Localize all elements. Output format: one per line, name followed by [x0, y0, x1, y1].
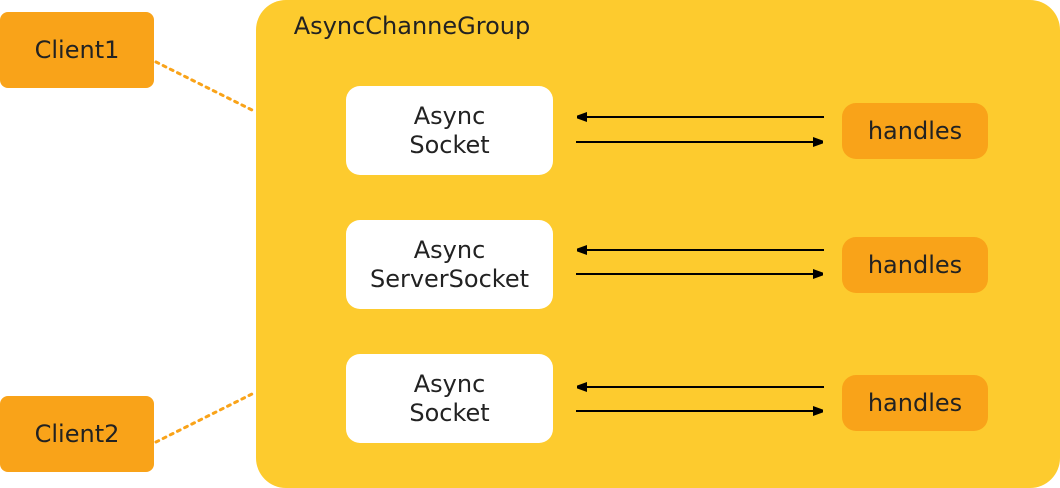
- async-socket-box-1: Async Socket: [346, 86, 553, 175]
- socket-1-line2: Socket: [409, 130, 490, 159]
- handles-box-3: handles: [842, 375, 988, 431]
- client-1-box: Client1: [0, 12, 154, 88]
- client-2-box: Client2: [0, 396, 154, 472]
- handles-box-1: handles: [842, 103, 988, 159]
- socket-1-line1: Async: [413, 101, 486, 130]
- socket-3-line2: Socket: [409, 398, 490, 427]
- client-1-label: Client1: [34, 36, 120, 64]
- handles-box-2: handles: [842, 237, 988, 293]
- handles-3-label: handles: [867, 389, 963, 417]
- socket-2-line2: ServerSocket: [369, 264, 530, 293]
- handles-1-label: handles: [867, 117, 963, 145]
- socket-2-line1: Async: [413, 235, 486, 264]
- handles-2-label: handles: [867, 251, 963, 279]
- client-2-connector: [154, 390, 258, 444]
- async-server-socket-box: Async ServerSocket: [346, 220, 553, 309]
- client-1-connector: [154, 60, 258, 114]
- socket-3-line1: Async: [413, 369, 486, 398]
- async-socket-box-2: Async Socket: [346, 354, 553, 443]
- client-2-label: Client2: [34, 420, 120, 448]
